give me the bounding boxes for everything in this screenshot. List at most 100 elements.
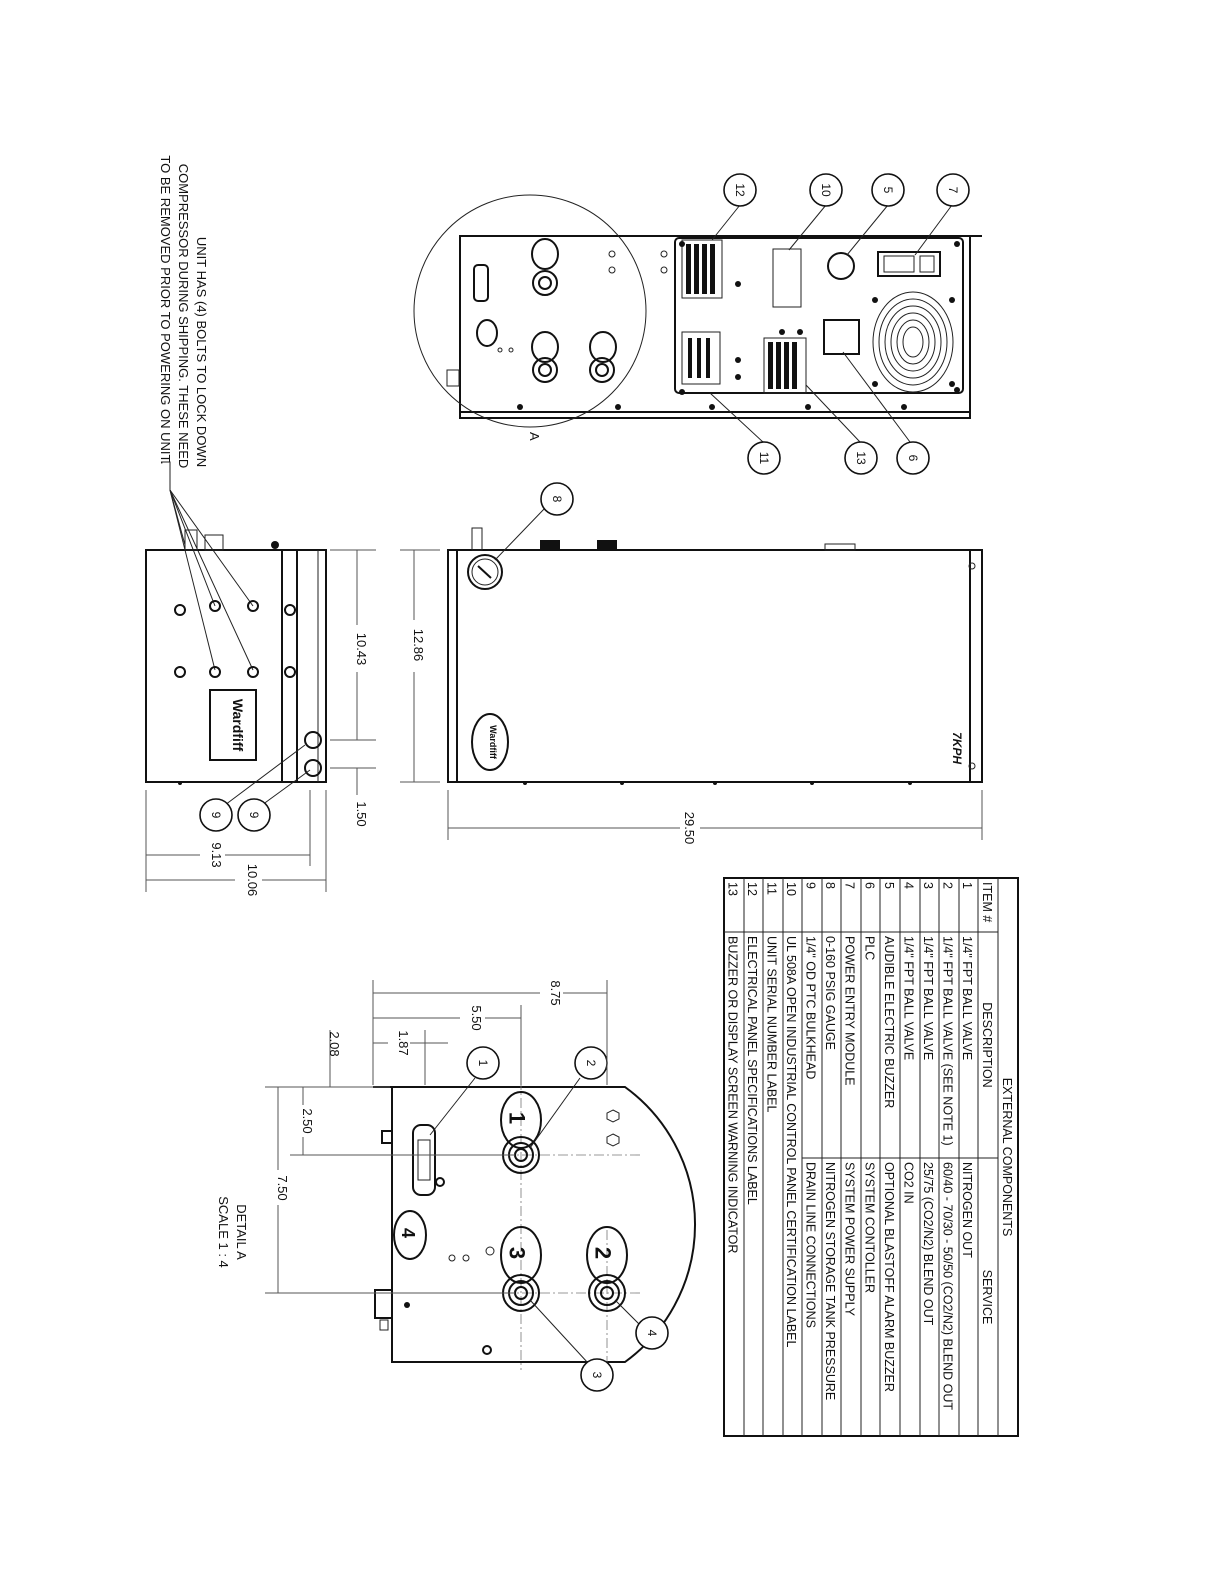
row-item: 4: [901, 882, 915, 889]
callout-13: 13: [854, 451, 868, 465]
callout-3: 3: [590, 1372, 604, 1379]
row-item: 9: [804, 882, 818, 889]
side-view: Wardfiff: [145, 529, 327, 785]
row-description: 0-160 PSIG GAUGE: [823, 936, 837, 1050]
row-item: 6: [862, 882, 876, 889]
warning-label-13: [763, 337, 807, 394]
callout-10: 10: [819, 183, 833, 197]
side-logo-text: Wardfiff: [230, 699, 246, 752]
shipping-bolts-note: UNIT HAS (4) BOLTS TO LOCK DOWN COMPRESS…: [158, 155, 254, 671]
power-entry-module: [877, 251, 941, 277]
pressure-gauge: [467, 554, 503, 590]
callout-8-group: 8: [494, 482, 574, 561]
row-item: 2: [940, 882, 954, 889]
callout-2: 2: [584, 1060, 598, 1067]
dim-7-50: 7.50: [275, 1175, 290, 1200]
row-item: 7: [843, 882, 857, 889]
row-item: 12: [745, 882, 759, 896]
table-row: 10 UL 508A OPEN INDUSTRIAL CONTROL PANEL …: [784, 882, 798, 1347]
row-description: BUZZER OR DISPLAY SCREEN WARNING INDICAT…: [725, 936, 739, 1253]
dim-2-50: 2.50: [300, 1108, 315, 1133]
row-service: NITROGEN STORAGE TANK PRESSURE: [823, 1162, 837, 1400]
row-service: SYSTEM CONTOLLER: [862, 1162, 876, 1293]
valve-tag-3-num: 3: [505, 1247, 530, 1259]
dim-10-43: 10.43: [354, 633, 369, 666]
dim-29-50: 29.50: [682, 812, 697, 845]
callout-9b: 9: [247, 812, 261, 819]
section-marker: A: [527, 432, 542, 441]
dim-12-86: 12.86: [411, 629, 426, 662]
valve-tag-4: [393, 1210, 427, 1260]
components-table: EXTERNAL COMPONENTS ITEM # DESCRIPTION S…: [723, 877, 1019, 1437]
panel-face-view: A: [413, 194, 982, 441]
row-description: AUDIBLE ELECTRIC BUZZER: [882, 936, 896, 1108]
dim-8-75: 8.75: [548, 980, 563, 1005]
dim-2-08: 2.08: [327, 1031, 342, 1056]
valve-2-top: [589, 357, 615, 383]
callout-9a: 9: [209, 812, 223, 819]
row-service: CO2 IN: [901, 1162, 915, 1204]
serial-label-11: [681, 331, 721, 385]
callout-5: 5: [881, 187, 895, 194]
front-view: Wardfiff 7KPH: [447, 527, 983, 785]
row-service: DRAIN LINE CONNECTIONS: [804, 1162, 818, 1328]
row-item: 3: [921, 882, 935, 889]
detail-scale: SCALE 1 : 4: [216, 1196, 231, 1268]
callout-6: 6: [906, 455, 920, 462]
valve-handle: [412, 1124, 436, 1196]
row-description: 1/4" FPT BALL VALVE (SEE NOTE 1): [940, 936, 954, 1146]
valve-tag-4-num: 4: [398, 1228, 418, 1238]
valve-tag-2-num: 2: [591, 1247, 616, 1259]
valve-2: [588, 1274, 626, 1312]
row-description: 1/4" FPT BALL VALVE: [901, 936, 915, 1060]
side-fitting: [374, 1289, 393, 1319]
header-description: DESCRIPTION: [980, 1002, 994, 1087]
control-panel: [674, 237, 964, 394]
front-housing: [447, 549, 983, 783]
table-border: [723, 877, 1019, 1437]
row-service: SYSTEM POWER SUPPLY: [843, 1162, 857, 1317]
table-title: EXTERNAL COMPONENTS: [1000, 1078, 1014, 1237]
row-item: 5: [882, 882, 896, 889]
valve-tag-2: [586, 1226, 628, 1284]
dim-5-50: 5.50: [469, 1005, 484, 1030]
row-description: PLC: [862, 936, 876, 960]
plc: [823, 319, 860, 355]
callouts-detail: 1 2 4 3: [429, 1046, 669, 1392]
callout-12: 12: [733, 183, 747, 197]
side-logo-plate: [209, 689, 257, 761]
callouts-top-view: 12 10 5 7 11 13 6: [709, 173, 970, 475]
table-row: 21/4" FPT BALL VALVE (SEE NOTE 1)60/40 -…: [940, 882, 954, 1410]
row-description: POWER ENTRY MODULE: [843, 936, 857, 1086]
side-housing: [145, 549, 327, 783]
row-service: NITROGEN OUT: [960, 1162, 974, 1258]
row-service: 25/75 (CO2/N2) BLEND OUT: [921, 1162, 935, 1326]
detail-title: DETAIL A: [234, 1204, 249, 1260]
dim-1-87: 1.87: [396, 1030, 411, 1055]
valve-3-top: [532, 357, 558, 383]
dimensions-detail: 8.75 5.50 1.87 2.08 2.50 7.50: [265, 980, 608, 1294]
row-description: UL 508A OPEN INDUSTRIAL CONTROL PANEL CE…: [784, 936, 798, 1347]
detail-circle: [413, 194, 647, 428]
brand-logo: Wardfiff: [471, 713, 509, 771]
callout-4: 4: [645, 1330, 659, 1337]
row-item: 10: [784, 882, 798, 896]
drain-bulkhead-1: [304, 731, 322, 749]
valve-handle-top: [473, 264, 489, 302]
model-text: 7KPH: [950, 732, 964, 764]
row-description: 1/4" FPT BALL VALVE: [960, 936, 974, 1060]
note-line-1: UNIT HAS (4) BOLTS TO LOCK DOWN: [194, 237, 209, 467]
row-description: UNIT SERIAL NUMBER LABEL: [765, 936, 779, 1112]
header-service: SERVICE: [980, 1270, 994, 1325]
note-leader: [161, 461, 171, 490]
